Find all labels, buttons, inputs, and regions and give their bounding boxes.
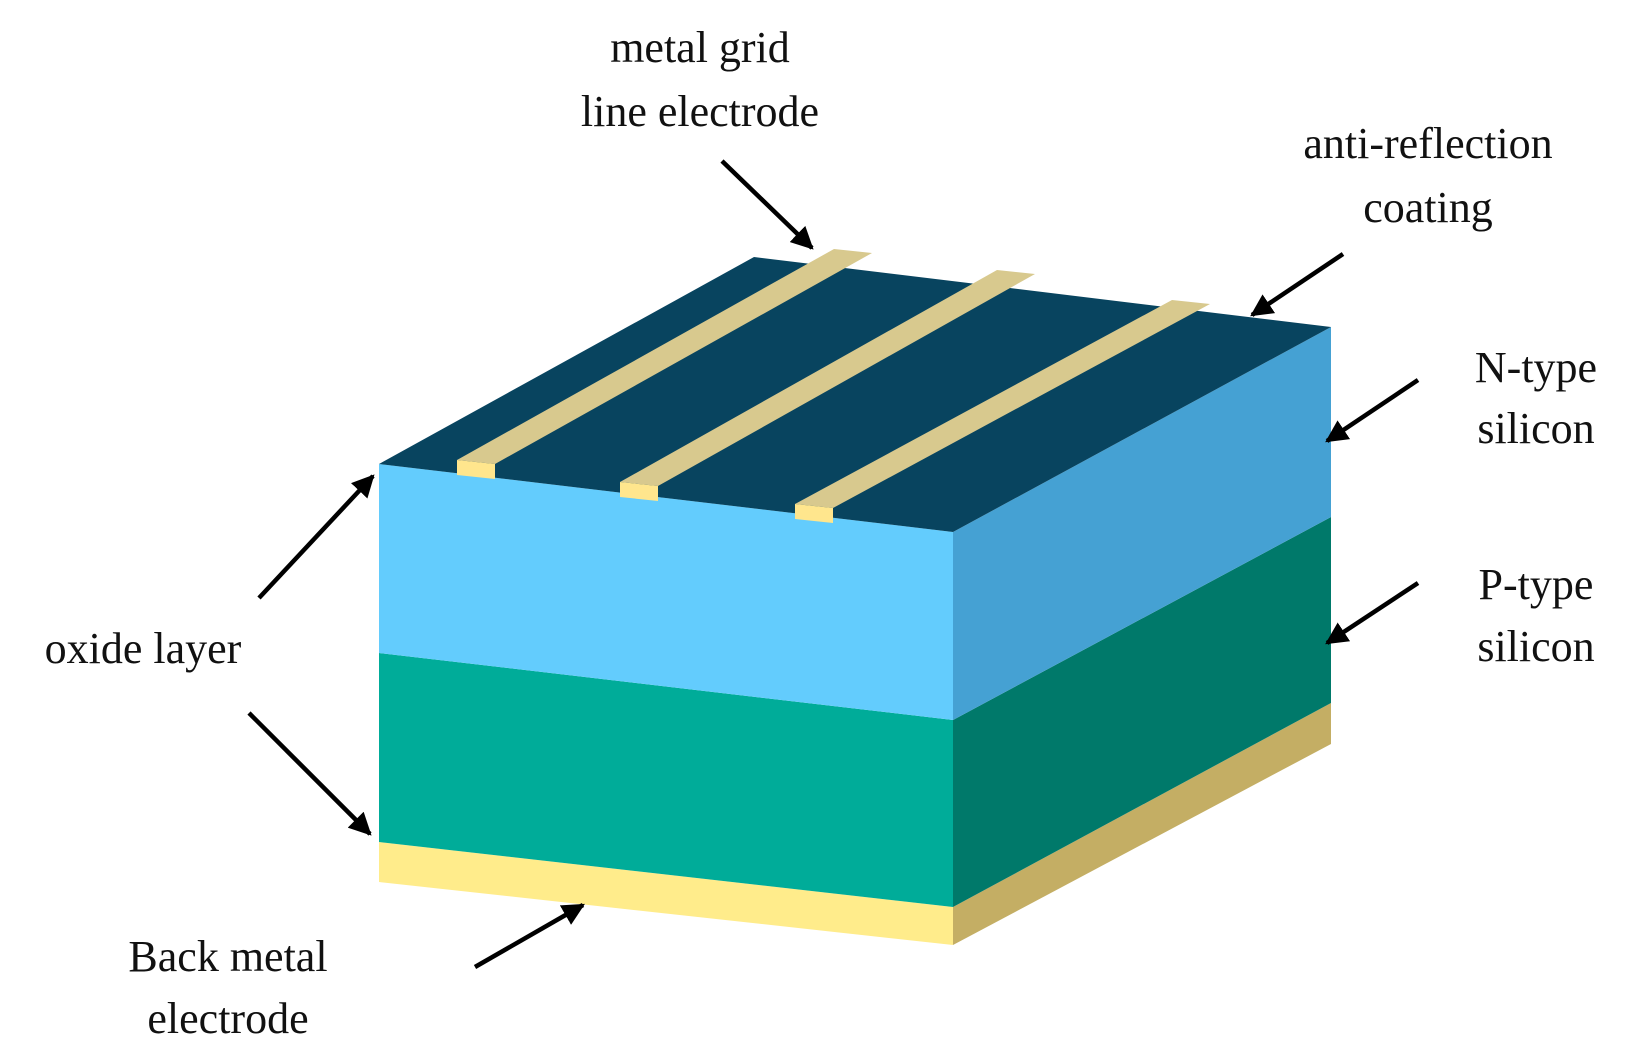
label-n-type-line2: silicon bbox=[1477, 404, 1594, 453]
label-p-type-line2: silicon bbox=[1477, 622, 1594, 671]
label-back-metal: Back metal electrode bbox=[128, 932, 327, 1043]
label-n-type: N-type silicon bbox=[1475, 343, 1597, 453]
label-anti-reflection: anti-reflection coating bbox=[1303, 119, 1552, 232]
label-oxide-line1: oxide layer bbox=[45, 624, 242, 673]
arrow-back-metal bbox=[473, 903, 585, 969]
back-metal-side-face bbox=[953, 703, 1331, 945]
arrow-n-type bbox=[1325, 378, 1420, 443]
metal-grid-lines bbox=[457, 249, 1210, 523]
arrow-metal-grid bbox=[720, 159, 814, 250]
arrow-anti-reflection bbox=[1250, 252, 1345, 317]
grid-line-top bbox=[457, 249, 872, 464]
grid-line-end bbox=[620, 482, 658, 501]
label-p-type: P-type silicon bbox=[1477, 560, 1594, 671]
label-metal-grid-line2: line electrode bbox=[581, 87, 819, 136]
label-anti-reflection-line1: anti-reflection bbox=[1303, 119, 1552, 168]
pointer-arrows bbox=[247, 159, 1420, 969]
back-metal-front-face bbox=[379, 842, 953, 945]
label-n-type-line1: N-type bbox=[1475, 343, 1597, 392]
grid-line-end bbox=[457, 460, 495, 479]
label-back-metal-line2: electrode bbox=[147, 994, 308, 1043]
p-type-front-face bbox=[379, 653, 953, 907]
label-metal-grid: metal grid line electrode bbox=[581, 23, 819, 136]
label-back-metal-line1: Back metal bbox=[128, 932, 327, 981]
label-oxide: oxide layer bbox=[45, 624, 242, 673]
label-p-type-line1: P-type bbox=[1479, 560, 1594, 609]
grid-line-top bbox=[620, 270, 1035, 486]
grid-line-end bbox=[795, 504, 833, 523]
arrow-p-type bbox=[1325, 581, 1420, 645]
arrow-oxide-bottom bbox=[247, 711, 372, 836]
anti-reflection-top-surface bbox=[379, 257, 1331, 532]
n-type-side-face bbox=[953, 327, 1331, 720]
arrow-oxide-top bbox=[257, 474, 375, 600]
label-anti-reflection-line2: coating bbox=[1363, 183, 1493, 232]
label-metal-grid-line1: metal grid bbox=[610, 23, 790, 72]
n-type-front-face bbox=[379, 464, 953, 720]
p-type-side-face bbox=[953, 517, 1331, 907]
grid-line-top bbox=[795, 300, 1210, 508]
